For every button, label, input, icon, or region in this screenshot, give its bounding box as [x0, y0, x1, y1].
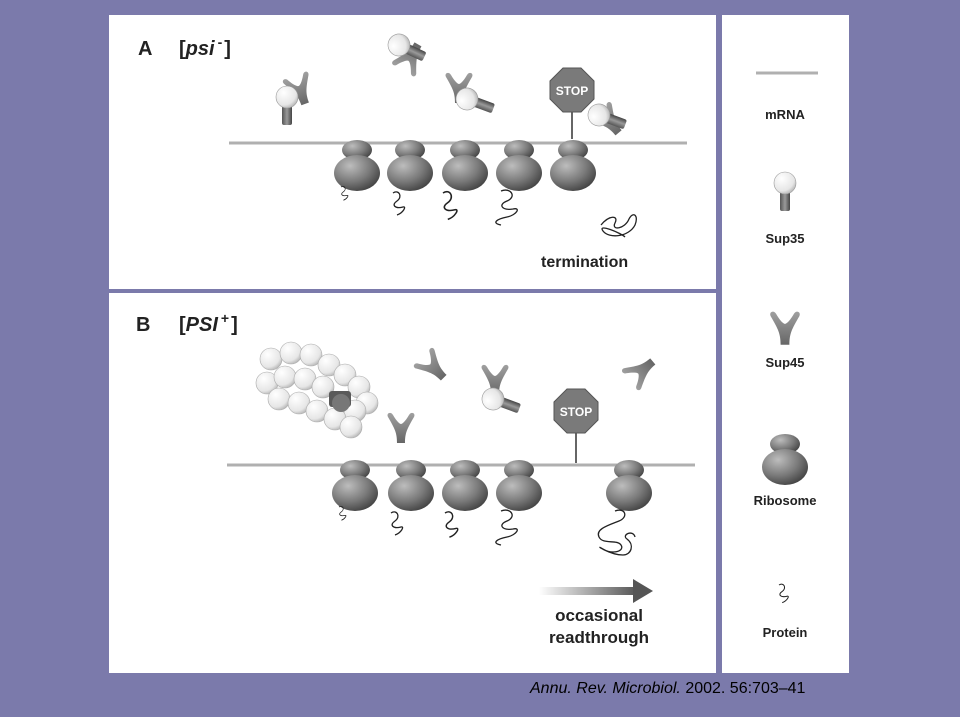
ribosome-icon: [496, 140, 542, 191]
panel-a-letter: A: [138, 38, 152, 60]
legend-figure: mRNA Sup35 Sup45 Ribosome Protein: [754, 71, 818, 640]
legend-sup35-label: Sup35: [765, 231, 804, 246]
protein-icon: [495, 189, 518, 226]
termination-label: termination: [541, 254, 628, 271]
ribosome-icon: [442, 140, 488, 191]
sup35-icon: [275, 85, 299, 126]
legend-mrna-label: mRNA: [765, 107, 805, 122]
ribosome-icon: [387, 140, 433, 191]
ribosome-icon: [442, 460, 488, 511]
legend-ribosome-label: Ribosome: [754, 493, 817, 508]
ribosome-icon: [550, 140, 596, 191]
citation-journal: Annu. Rev. Microbiol.: [530, 680, 681, 697]
legend-sup45-label: Sup45: [765, 355, 804, 370]
readthrough-label-line1: occasional: [555, 606, 643, 625]
legend-sup45-icon: [770, 311, 800, 345]
panel-a-figure: A [psi-] STOP termination: [138, 30, 687, 271]
legend-ribosome-icon: [762, 434, 808, 485]
released-protein-icon: [600, 214, 637, 238]
sup35-icon: [384, 30, 430, 68]
panel-a: A [psi-] STOP termination: [109, 15, 716, 289]
readthrough-label-line2: readthrough: [549, 628, 649, 647]
ribosome-icon: [388, 460, 434, 511]
sup45-icon: [412, 346, 454, 388]
citation-details: 2002. 56:703–41: [680, 680, 806, 697]
legend-protein-label: Protein: [763, 625, 808, 640]
protein-icon: [495, 509, 518, 546]
readthrough-arrow: [539, 579, 653, 603]
ribosome-icon: [606, 460, 652, 511]
legend-protein-icon: [778, 583, 789, 604]
protein-icon: [444, 511, 459, 538]
protein-icon: [390, 511, 404, 536]
ribosome-icon: [334, 140, 380, 191]
ribosome-icon: [496, 460, 542, 511]
panel-b-state: [PSI+]: [179, 310, 238, 336]
citation: Annu. Rev. Microbiol. 2002. 56:703–41: [530, 680, 805, 698]
sup35-aggregate: [255, 341, 379, 439]
legend-sup35-icon: [773, 171, 797, 212]
protein-icon: [392, 191, 406, 216]
legend: mRNA Sup35 Sup45 Ribosome Protein: [722, 15, 849, 673]
panel-b: B [PSI+]: [109, 293, 716, 673]
sup35-icon: [478, 384, 524, 420]
ribosome-icon: [332, 460, 378, 511]
panel-b-letter: B: [136, 314, 150, 336]
protein-icon: [442, 190, 458, 221]
sup45-icon: [621, 351, 662, 392]
readthrough-protein-icon: [597, 509, 636, 556]
panel-b-figure: B [PSI+]: [136, 310, 695, 647]
stop-sign-text: STOP: [560, 405, 592, 419]
sup45-icon: [387, 412, 415, 443]
panel-a-state: [psi-]: [179, 34, 231, 60]
stop-sign-text: STOP: [556, 84, 588, 98]
